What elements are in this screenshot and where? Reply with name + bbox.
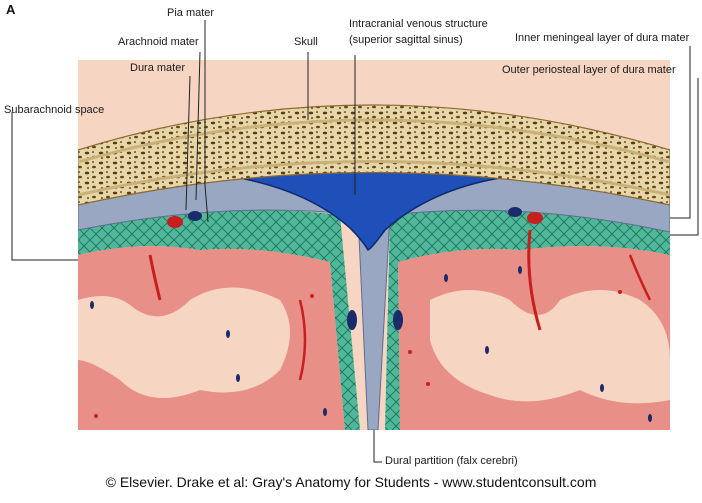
cross-section (78, 60, 670, 430)
figure-letter: A (6, 2, 15, 17)
vessel-blue (393, 310, 403, 330)
label-venous-structure-sub: (superior sagittal sinus) (349, 34, 463, 47)
label-arachnoid-mater: Arachnoid mater (118, 36, 199, 49)
label-subarachnoid-space: Subarachnoid space (4, 104, 104, 117)
copyright-credit: © Elsevier. Drake et al: Gray's Anatomy … (0, 474, 702, 490)
label-inner-meningeal: Inner meningeal layer of dura mater (515, 32, 689, 45)
vessel-blue (188, 211, 202, 221)
label-venous-structure: Intracranial venous structure (349, 18, 488, 31)
label-dura-mater: Dura mater (130, 62, 185, 75)
vessel-blue (508, 207, 522, 217)
label-outer-periosteal: Outer periosteal layer of dura mater (502, 64, 676, 77)
label-dural-partition: Dural partition (falx cerebri) (385, 455, 518, 468)
vessel-blue (347, 310, 357, 330)
label-skull: Skull (294, 36, 318, 49)
label-pia-mater: Pia mater (167, 7, 214, 20)
vessel-red (527, 212, 543, 224)
vessel-red (167, 216, 183, 228)
